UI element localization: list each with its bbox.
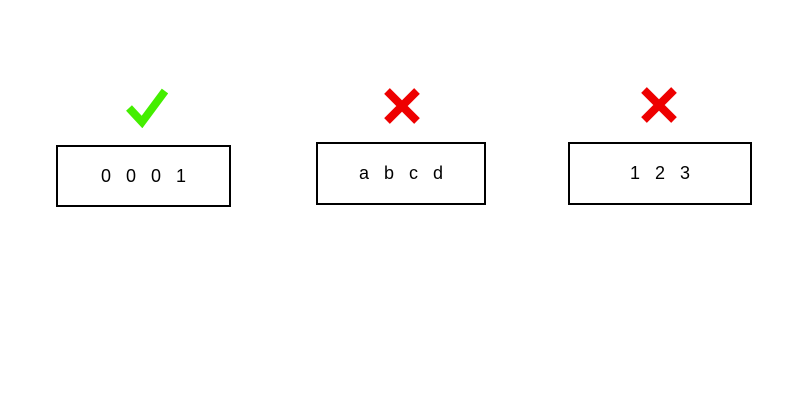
input-value: a b c d [358,163,449,183]
invalid-input-box: 1 2 3 [568,142,752,205]
input-value: 1 2 3 [629,163,696,183]
cross-icon [383,87,421,125]
valid-input-box: 0 0 0 1 [56,145,231,207]
checkmark-icon [126,86,168,128]
input-value: 0 0 0 1 [100,165,192,186]
checkmark-shape [126,88,168,128]
cross-shape [641,87,677,123]
cross-shape [384,88,420,124]
invalid-input-box: a b c d [316,142,486,205]
cross-icon [640,86,678,124]
